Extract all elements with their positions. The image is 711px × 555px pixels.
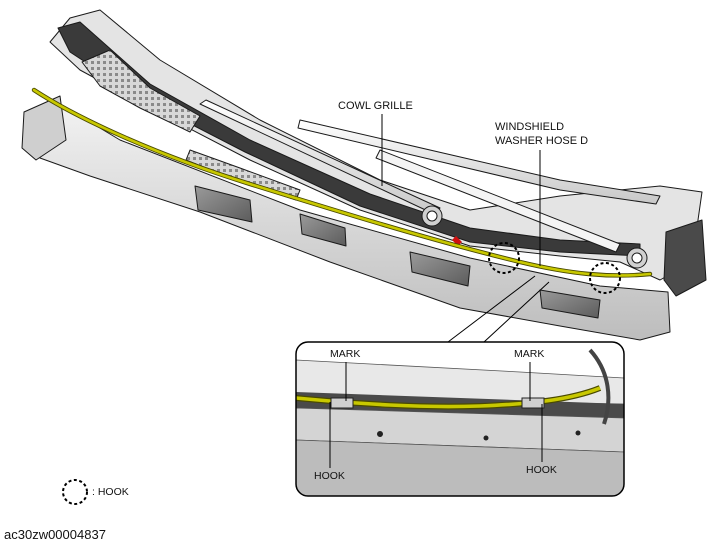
cowl-assembly [21, 9, 707, 341]
hook-circle-right [589, 262, 621, 294]
inset-hole-2 [483, 435, 489, 441]
label-hook-left: HOOK [314, 470, 345, 482]
inset-upper-panel [296, 359, 624, 405]
legend-hook-icon [62, 479, 88, 505]
washer-hose-group [31, 87, 653, 278]
document-id: ac30zw00004837 [4, 527, 106, 542]
inset-frame [295, 341, 625, 497]
red-marker [452, 236, 462, 246]
cowl-bracket-1 [194, 185, 253, 223]
cowl-right-housing [663, 219, 707, 297]
label-hook-right: HOOK [526, 464, 557, 476]
hook-circle-left [488, 242, 520, 274]
label-mark-right: MARK [514, 348, 545, 360]
cowl-grille-mesh [81, 49, 201, 133]
label-mark-left: MARK [330, 348, 361, 360]
inset-mark-right [521, 397, 545, 409]
cowl-bracket-3 [409, 251, 471, 287]
cowl-bracket-4 [539, 289, 601, 319]
inset-detail [295, 341, 625, 497]
cowl-lower-panel [29, 103, 671, 341]
washer-hose [32, 88, 652, 277]
wiper-pivot-left-inner [426, 210, 438, 222]
inset-curved-frame [588, 348, 611, 425]
cowl-left-end [21, 95, 67, 161]
callout-line-right [483, 281, 550, 343]
label-washer-hose-line1: WINDSHIELD [495, 121, 565, 133]
inset-hole-3 [575, 430, 581, 436]
callout-line-left [447, 275, 536, 343]
inset-mark-left [330, 397, 354, 409]
wiper-blade-long [297, 119, 661, 205]
cowl-bracket-2 [299, 213, 347, 247]
legend-hook-label: : HOOK [92, 486, 129, 498]
inset-hole-1 [377, 431, 383, 437]
wiper-pivot-right-inner [631, 252, 643, 264]
wiper-arm [199, 99, 441, 215]
leader-lines [381, 114, 550, 343]
label-washer-hose-line2: WASHER HOSE D [495, 135, 589, 147]
label-cowl-grille: COWL GRILLE [338, 100, 413, 112]
